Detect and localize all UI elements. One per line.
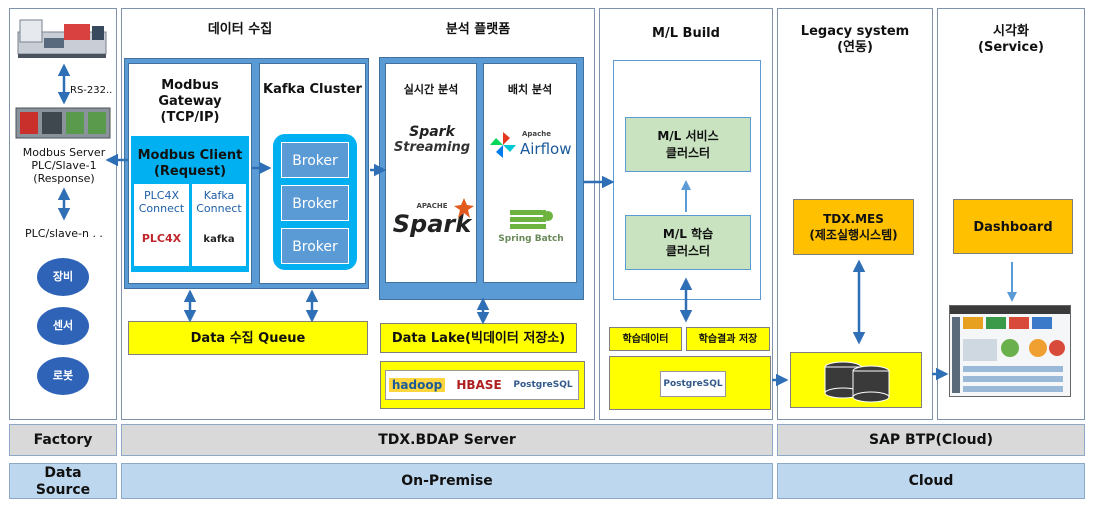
dashboard-screenshot: [949, 305, 1071, 397]
client-line1: Modbus Client: [137, 148, 243, 163]
oval-equipment: 장비: [37, 258, 89, 296]
gateway-title-line2: (TCP/IP): [160, 110, 220, 125]
plc4x-line1: PLC4X: [144, 189, 179, 202]
spring-batch-icon: [510, 210, 553, 229]
kafka-line2: Connect: [196, 202, 242, 215]
broker-1: Broker: [281, 142, 349, 178]
section-title-legacy: Legacy system (연동): [778, 24, 932, 56]
rs232-label: RS-232..: [70, 85, 113, 96]
airflow-apache-small: Apache: [522, 130, 552, 138]
section-title-ml: M/L Build: [652, 26, 720, 41]
batch-title: 배치 분석: [507, 83, 553, 96]
database-icon: [824, 361, 890, 403]
ml-train-line1: M/L 학습: [662, 227, 714, 241]
modbus-gateway-title: Modbus Gateway (TCP/IP): [128, 78, 252, 126]
plc4x-connect-box: PLC4X Connect PLC4X: [134, 184, 189, 266]
realtime-box: [385, 63, 477, 283]
legacy-title-line2: (연동): [837, 40, 873, 55]
hbase-logo: HBASE: [456, 378, 502, 392]
mes-line1: TDX.MES: [823, 212, 884, 226]
tdx-mes-box: TDX.MES (제조실행시스템): [793, 199, 914, 255]
server-line2: PLC/Slave-1: [31, 159, 97, 172]
realtime-title: 실시간 분석: [403, 83, 459, 96]
modbus-server-label: Modbus Server PLC/Slave-1 (Response): [12, 146, 116, 185]
ml-db-box: PostgreSQL: [609, 356, 771, 410]
dashboard-box: Dashboard: [953, 199, 1073, 254]
section-title-analytics: 분석 플랫폼: [445, 22, 511, 37]
modbus-client-title: Modbus Client (Request): [131, 148, 249, 180]
data-queue-box: Data 수집 Queue: [128, 321, 368, 355]
mes-line2: (제조실행시스템): [809, 228, 898, 242]
train-data-label: 학습데이터: [609, 327, 682, 351]
kafka-logo: kafka: [203, 234, 235, 245]
airflow-icon: [490, 132, 516, 158]
client-line2: (Request): [153, 164, 227, 179]
spark-star-icon: [454, 198, 474, 218]
legacy-title-line1: Legacy system: [800, 24, 910, 39]
spark-label: Spark: [392, 210, 472, 238]
airflow-label: Airflow: [520, 140, 572, 158]
dashboard-preview-icon: [950, 306, 1070, 393]
spark-apache-small: APACHE: [416, 202, 448, 210]
band-sap-btp: SAP BTP(Cloud): [777, 424, 1085, 456]
kafka-connect-label: Kafka Connect: [192, 189, 246, 215]
oval-sensor: 센서: [37, 307, 89, 345]
band-cloud: Cloud: [777, 463, 1085, 499]
oval-robot: 로봇: [37, 357, 89, 395]
visual-title-line2: (Service): [978, 40, 1044, 55]
ml-panel: [599, 8, 773, 420]
plc-image: [14, 106, 112, 140]
data-source-line1: Data: [44, 465, 82, 481]
plc-slave-n-label: PLC/slave-n . .: [25, 227, 103, 240]
section-title-visual: 시각화 (Service): [938, 24, 1084, 56]
ml-service-line1: M/L 서비스: [657, 129, 719, 143]
hadoop-logo: hadoop: [389, 378, 445, 392]
postgres-lake-logo: PostgreSQL: [513, 380, 573, 390]
ml-train-cluster: M/L 학습 클러스터: [625, 215, 751, 270]
data-source-line2: Source: [35, 482, 91, 498]
band-on-premise: On-Premise: [121, 463, 773, 499]
spark-streaming-logo: Spark Streaming: [388, 124, 476, 156]
server-line3: (Response): [33, 172, 95, 185]
kafka-line1: Kafka: [203, 189, 235, 202]
ml-service-cluster: M/L 서비스 클러스터: [625, 117, 751, 172]
kafka-cluster-title: Kafka Cluster: [263, 82, 362, 97]
spark-streaming-line2: Streaming: [393, 140, 471, 155]
data-lake-label: Data Lake(빅데이터 저장소): [380, 323, 577, 353]
spark-logo: APACHE Spark: [388, 198, 476, 238]
train-result-label: 학습결과 저장: [686, 327, 770, 351]
band-factory: Factory: [9, 424, 117, 456]
machine-image: [14, 14, 112, 60]
section-title-collection: 데이터 수집: [207, 22, 273, 37]
spark-streaming-line1: Spark: [409, 124, 455, 140]
batch-box: [483, 63, 577, 283]
kafka-connect-box: Kafka Connect kafka: [192, 184, 246, 266]
plc-icon: [15, 107, 111, 139]
spring-batch-label: Spring Batch: [498, 234, 564, 244]
server-line1: Modbus Server: [22, 146, 106, 159]
broker-3: Broker: [281, 228, 349, 264]
ml-service-line2: 클러스터: [665, 146, 711, 160]
plc4x-line2: Connect: [138, 202, 185, 215]
plc4x-connect-label: PLC4X Connect: [134, 189, 189, 215]
broker-2: Broker: [281, 185, 349, 221]
plc4x-logo: PLC4X: [141, 232, 182, 245]
band-data-source: Data Source: [9, 463, 117, 499]
machine-icon: [17, 19, 107, 58]
gateway-title-line1: Modbus Gateway: [158, 78, 222, 109]
legacy-db-box: [790, 352, 922, 408]
visual-title-line1: 시각화: [993, 24, 1029, 39]
band-bdap-server: TDX.BDAP Server: [121, 424, 773, 456]
data-lake-logos: hadoop HBASE PostgreSQL: [380, 361, 585, 409]
ml-postgres-logo: PostgreSQL: [660, 371, 726, 397]
ml-train-line2: 클러스터: [665, 244, 711, 258]
